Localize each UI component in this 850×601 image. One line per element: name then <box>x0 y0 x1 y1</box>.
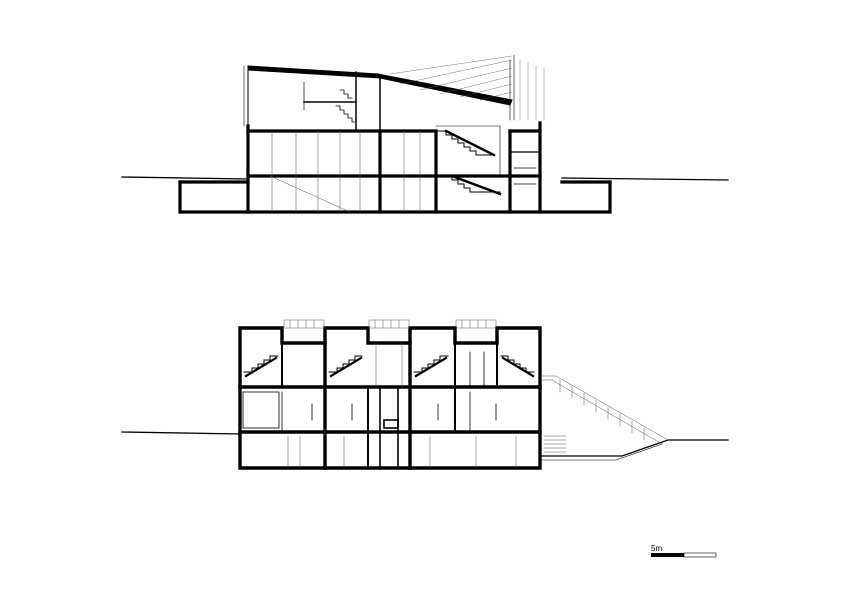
section-b-interior <box>242 342 497 433</box>
section-b-core <box>379 386 399 469</box>
section-a-ground-line <box>121 176 729 181</box>
section-b-external-ramp <box>539 375 669 453</box>
section-b-roof-railings <box>283 319 497 329</box>
scale-bar-empty-segment <box>683 552 717 558</box>
section-a-structure <box>178 121 612 214</box>
scale-bar-label: 5m <box>651 544 663 553</box>
section-b <box>121 319 729 470</box>
section-a-stair <box>435 125 502 196</box>
section-a-roof <box>243 65 513 127</box>
scale-bar <box>651 552 717 558</box>
section-a <box>121 54 729 214</box>
section-a-glazing <box>269 130 421 213</box>
section-b-ground-line <box>121 431 729 461</box>
scale-bar-filled-segment <box>651 553 684 557</box>
section-b-structure <box>238 326 542 470</box>
section-a-upper-interior <box>303 71 381 132</box>
section-b-glazing <box>287 435 517 469</box>
section-a-annex <box>509 54 541 185</box>
section-a-background-hatch <box>389 55 545 121</box>
section-b-stairs <box>243 355 535 378</box>
